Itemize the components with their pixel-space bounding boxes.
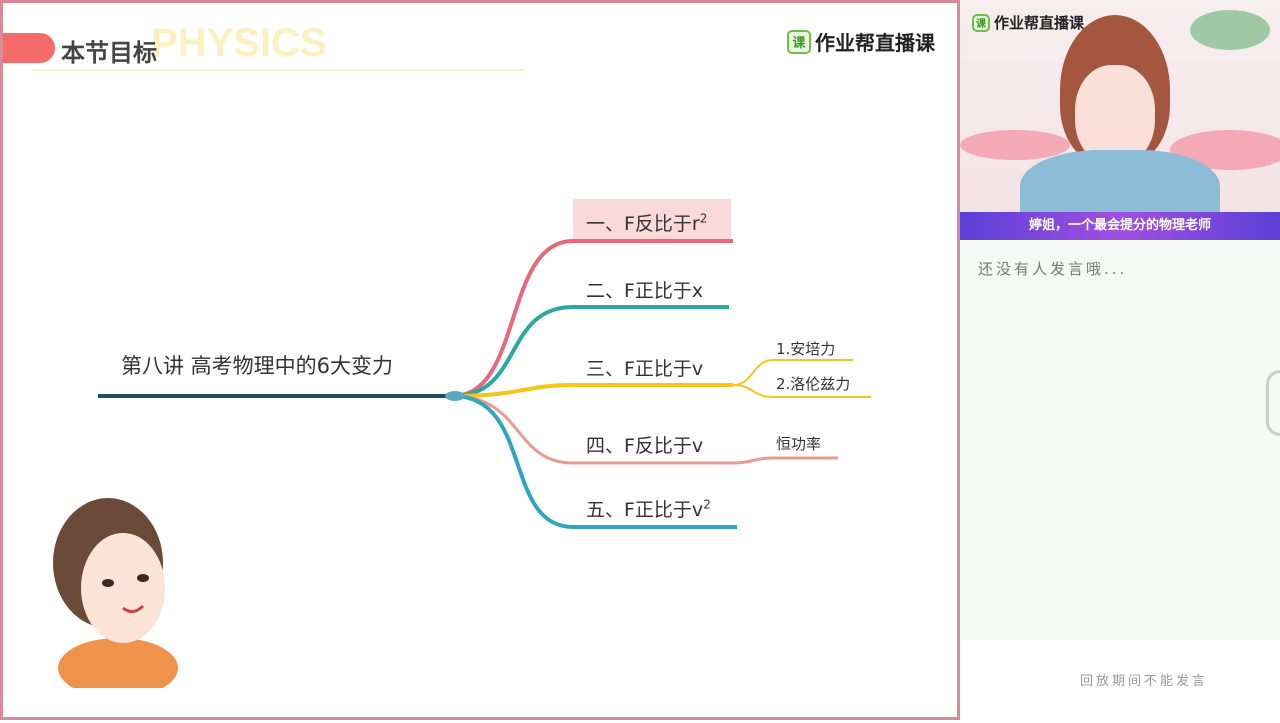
watermark: PHYSICS xyxy=(151,21,327,65)
teacher-video: 课作业帮直播课 婷姐，一个最会提分的物理老师 xyxy=(960,0,1280,240)
brand-icon: 课 xyxy=(972,13,990,32)
branch-label-1: 一、F反比于r2 xyxy=(586,211,708,235)
sub-topic: 恒功率 xyxy=(776,435,822,453)
branch-4 xyxy=(452,394,838,465)
video-caption: 婷姐，一个最会提分的物理老师 xyxy=(960,212,1280,240)
sub-topic: 2.洛伦兹力 xyxy=(776,375,851,393)
slide: PHYSICS 本节目标 课作业帮直播课 第八讲 高考物理中的6大变力 一、F反… xyxy=(0,0,960,720)
cartoon-teacher-avatar xyxy=(53,498,178,688)
branch-1 xyxy=(452,239,733,398)
side-panel: 课作业帮直播课 婷姐，一个最会提分的物理老师 还没有人发言哦... 回放期间不能… xyxy=(960,0,1280,720)
branch-label-3: 三、F正比于v xyxy=(586,358,704,380)
branch-label-2: 二、F正比于x xyxy=(586,280,704,302)
branch-3-children xyxy=(732,359,871,398)
chat-disabled-notice: 回放期间不能发言 xyxy=(1079,674,1208,689)
slide-title: 本节目标 xyxy=(61,39,157,67)
brand-logo: 课作业帮直播课 xyxy=(787,27,935,56)
branch-label-5: 五、F正比于v2 xyxy=(586,497,711,521)
branch-5 xyxy=(452,394,737,529)
brand-icon: 课 xyxy=(787,29,811,54)
branch-label-4: 四、F反比于v xyxy=(586,435,704,457)
chat-empty-message: 还没有人发言哦... xyxy=(978,260,1128,278)
root-node xyxy=(445,391,465,401)
root-topic: 第八讲 高考物理中的6大变力 xyxy=(121,354,394,378)
brand-name: 作业帮直播课 xyxy=(815,31,935,55)
video-brand-logo: 课作业帮直播课 xyxy=(972,12,1084,33)
title-accent xyxy=(3,33,55,63)
panel-collapse-handle[interactable] xyxy=(1266,370,1280,436)
branch-3 xyxy=(452,383,733,398)
mind-map xyxy=(98,199,871,529)
chat-footer: 回放期间不能发言 xyxy=(960,640,1280,720)
highlight xyxy=(573,199,731,239)
branch-2 xyxy=(452,305,729,398)
sub-topic: 1.安培力 xyxy=(776,340,836,358)
divider xyxy=(33,69,523,71)
